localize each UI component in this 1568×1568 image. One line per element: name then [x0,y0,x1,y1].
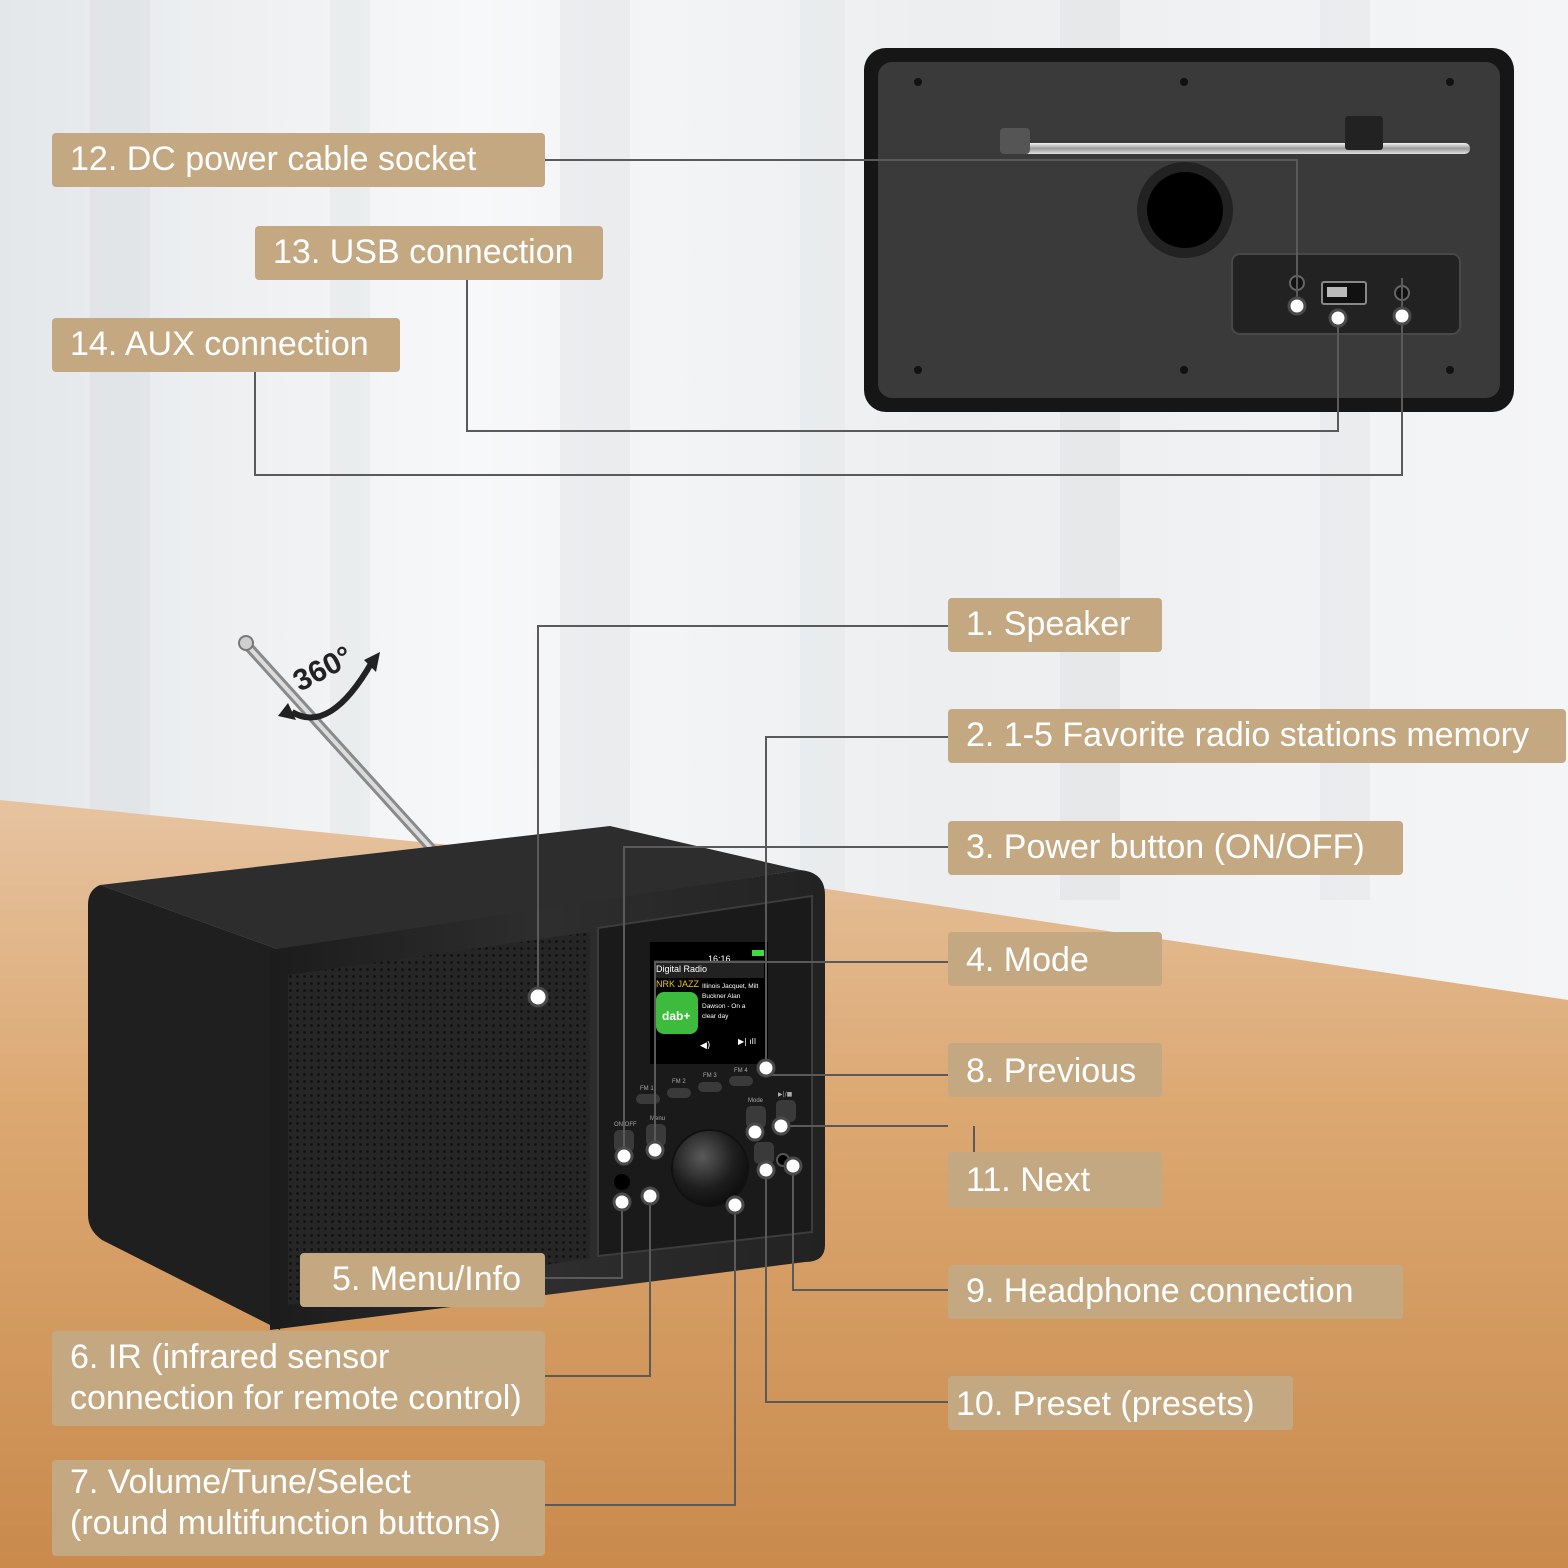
callout-marker [745,1122,765,1142]
callout-marker [725,1195,745,1215]
dab-logo-text: dab+ [662,1009,690,1023]
preset-button-3[interactable] [698,1082,722,1092]
callout-aux-connection: 14. AUX connection [52,318,400,372]
callout-marker [612,1192,632,1212]
screen-text-line: Illinois Jacquet, Milt [702,983,759,990]
callout-marker [640,1186,660,1206]
callout-marker [1287,296,1307,316]
volume-knob[interactable] [671,1129,749,1207]
callout-speaker: 1. Speaker [948,598,1162,652]
radio-cabinet-side [88,885,280,1330]
preset-button[interactable] [754,1142,774,1164]
signal-status-icon: ▶| ıll [738,1037,756,1046]
radio-back-view [864,48,1514,412]
callout-marker [783,1156,803,1176]
speaker-status-icon: ◀) [700,1041,710,1051]
preset-button-4[interactable] [729,1076,753,1086]
callout-markers [527,296,1412,1215]
screen-time: 16:16 [708,954,731,964]
onoff-label: ON/OFF [614,1122,637,1128]
callout-volume-knob: 7. Volume/Tune/Select(round multifunctio… [52,1460,545,1556]
fm1-label: FM 1 [640,1086,654,1092]
callout-marker [614,1146,634,1166]
preset-button-2[interactable] [667,1088,691,1098]
menu-label: Menu [650,1116,665,1122]
callout-headphone: 9. Headphone connection [948,1265,1403,1319]
fm3-label: FM 3 [703,1073,717,1079]
screw [1180,78,1188,86]
mode-button[interactable] [746,1106,766,1128]
callout-marker [527,986,549,1008]
callout-marker [645,1140,665,1160]
callout-power-button: 3. Power button (ON/OFF) [948,821,1403,875]
display-screen: Digital Radio 16:16 NRK JAZZ dab+ Illino… [650,942,768,1064]
callout-preset: 10. Preset (presets) [948,1376,1293,1430]
screw [1446,78,1454,86]
screw [1446,366,1454,374]
dab-logo-icon [656,992,698,1034]
callout-dc-power-socket: 12. DC power cable socket [52,133,545,187]
screw [1180,366,1188,374]
screen-text-line: clear day [702,1013,729,1020]
speaker-grille [288,932,590,1305]
callout-leader-lines [254,159,1403,1506]
fm2-label: FM 2 [672,1079,686,1085]
screen-header: Digital Radio [656,964,707,974]
callout-marker [1328,308,1348,328]
callout-favorite-stations: 2. 1-5 Favorite radio stations memory [948,709,1566,763]
callout-marker [756,1160,776,1180]
preset-button-1[interactable] [636,1094,660,1104]
screw [914,78,922,86]
screen-station: NRK JAZZ [656,979,700,989]
playpause-label: ▶|/■ [778,1091,793,1098]
screw [914,366,922,374]
callout-usb-connection: 13. USB connection [255,226,603,280]
screen-text-line: Buckner Alan [702,993,741,1000]
callout-mode: 4. Mode [948,932,1162,986]
callout-marker [756,1058,776,1078]
callout-menu-info: 5. Menu/Info [300,1253,545,1307]
ir-sensor [614,1174,630,1190]
screen-text-line: Dawson - On a [702,1003,746,1010]
callout-marker [1392,306,1412,326]
callout-next: 11. Next [948,1152,1162,1208]
mode-label: Mode [748,1098,764,1104]
fm4-label: FM 4 [734,1068,748,1074]
rotation-arrow-icon [290,660,375,721]
callout-previous: 8. Previous [948,1043,1162,1097]
callout-marker [771,1116,791,1136]
folded-antenna [1010,143,1470,154]
